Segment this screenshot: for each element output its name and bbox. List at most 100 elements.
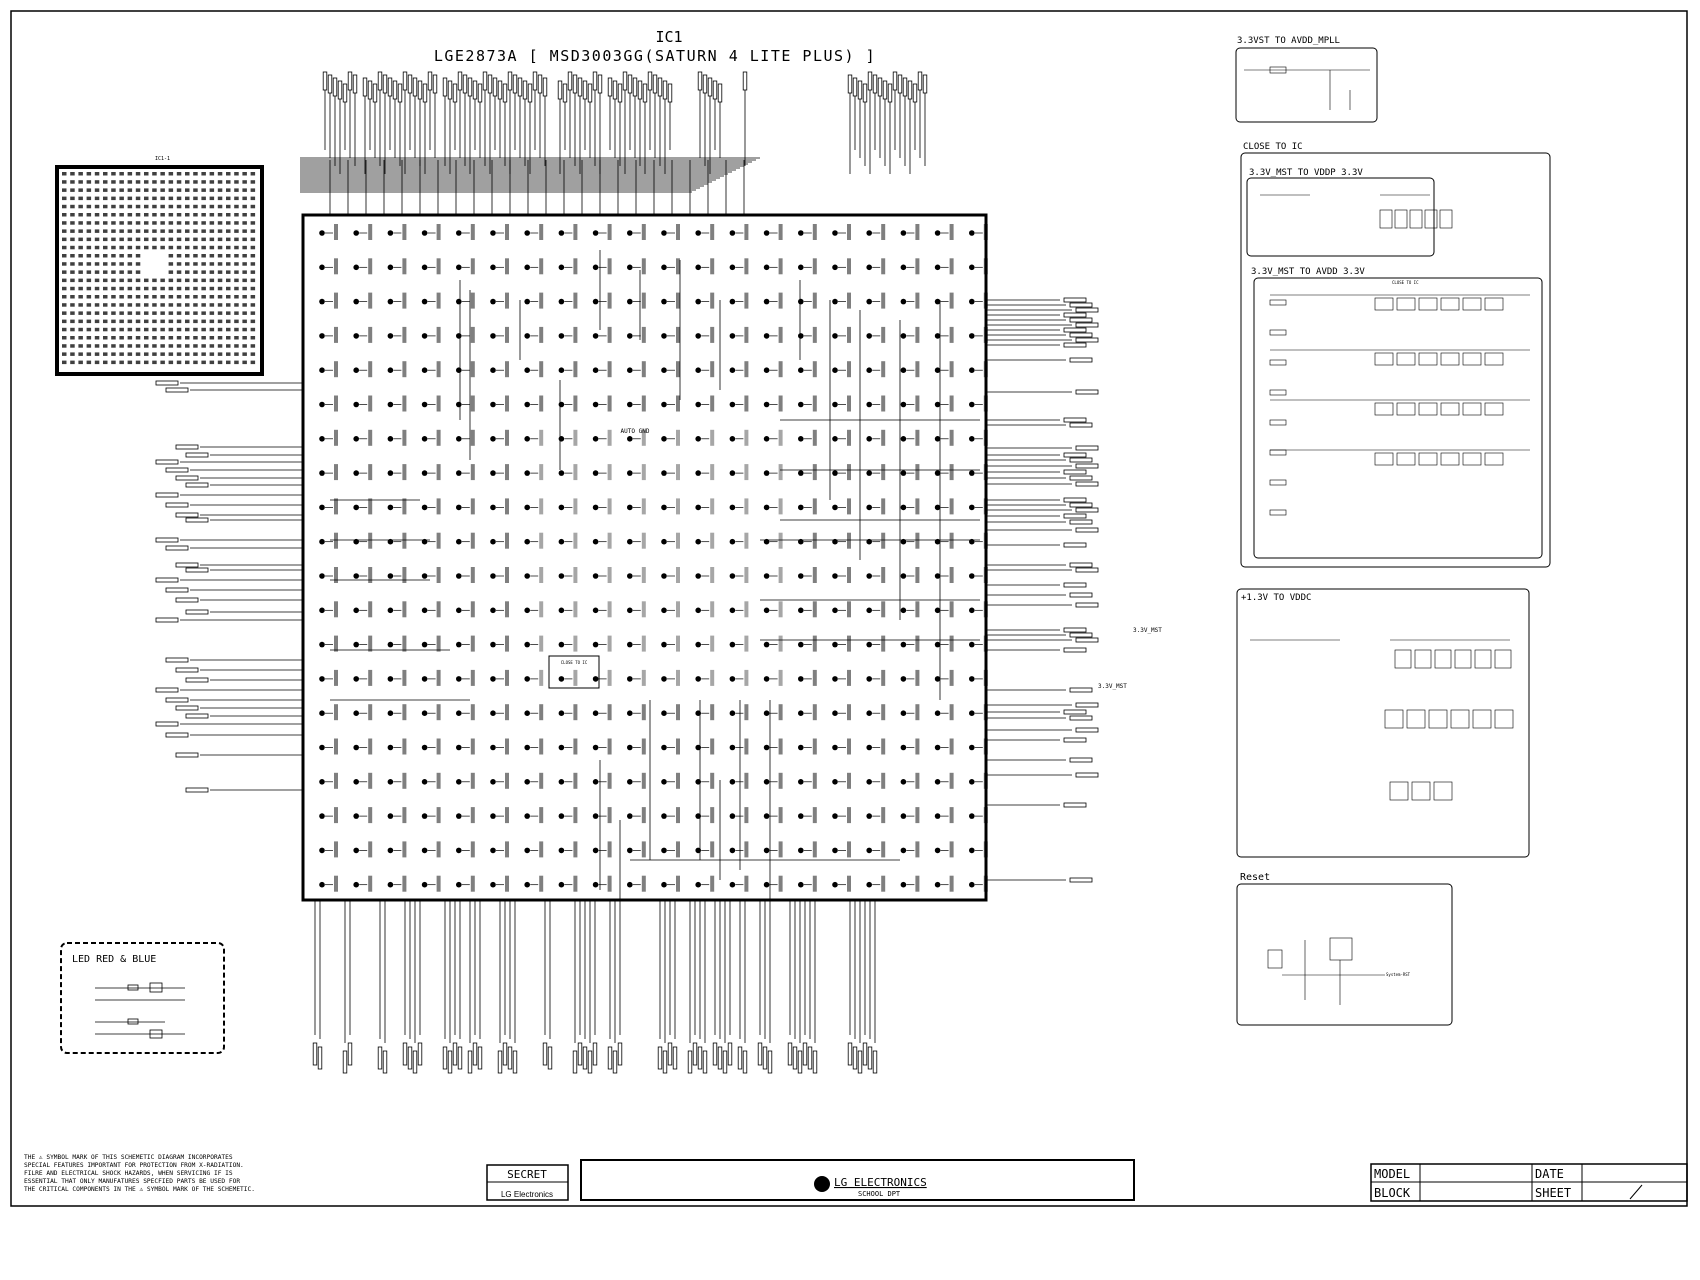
mini-chip-pad (103, 278, 108, 283)
chip-ball (798, 744, 804, 751)
mpll-inductor (1269, 66, 1287, 74)
chip-ball (558, 676, 565, 682)
bottom-net-label (657, 1046, 663, 1070)
chip-ball (627, 676, 633, 682)
mini-chip-pad (70, 172, 75, 176)
mini-chip-pad (62, 204, 67, 209)
mini-chip-pad (78, 311, 83, 315)
panel-avdd-title: 3.3V_MST TO AVDD 3.3V (1251, 267, 1365, 277)
chip-pad-text (539, 395, 544, 412)
mini-chip-pad (226, 344, 231, 348)
top-net-label (487, 74, 493, 94)
chip-ball (592, 367, 599, 374)
mini-chip-pad (103, 204, 108, 209)
mini-chip-pad (176, 196, 182, 201)
chip-pad-text (983, 841, 988, 858)
chip-pad-text (949, 669, 954, 686)
chip-ball (798, 676, 804, 682)
mini-chip-pad (127, 278, 133, 283)
chip-ball (319, 230, 325, 236)
mini-chip-pad (94, 262, 100, 266)
chip-pad-text (573, 772, 578, 789)
avdd-cap (1440, 452, 1460, 466)
chip-ball (421, 744, 428, 751)
chip-ball (729, 264, 736, 271)
left-net-label (155, 537, 179, 543)
vddp-cap (1439, 209, 1453, 229)
chip-ball (763, 779, 770, 785)
mini-chip-pad (111, 237, 116, 242)
top-net-label (617, 83, 623, 103)
mini-chip-pad (127, 213, 133, 217)
mini-chip-pad (119, 229, 124, 233)
mini-chip-pad (103, 286, 108, 291)
chip-pad-text (881, 772, 886, 789)
chip-ball (490, 573, 496, 579)
chip-ball (763, 298, 770, 305)
chip-ball (661, 367, 667, 374)
chip-pad-text (334, 841, 338, 858)
left-net-label (175, 512, 199, 518)
chip-ball (900, 298, 907, 305)
top-net-label (387, 77, 393, 97)
mini-chip-pad (193, 336, 198, 340)
mini-chip-pad (176, 204, 182, 209)
mini-chip-footprint (55, 165, 264, 376)
chip-pad-text (915, 258, 920, 275)
avdd-inductor (1269, 479, 1287, 486)
vddc-cap (1428, 709, 1448, 729)
mini-chip-pad (168, 336, 174, 340)
chip-ball (558, 367, 565, 374)
chip-pad-text (812, 567, 817, 583)
chip-ball (421, 538, 428, 545)
chip-pad-text (710, 464, 715, 481)
vddc-cap (1494, 649, 1512, 669)
chip-pad-text (436, 772, 441, 789)
bottom-net-label (762, 1046, 768, 1070)
bottom-net-label (727, 1042, 733, 1066)
mini-chip-pad (201, 196, 206, 201)
chip-ball (763, 641, 770, 648)
mini-chip-pad (144, 295, 149, 299)
chip-ball (353, 607, 360, 614)
chip-ball (934, 436, 941, 442)
chip-pad-text (881, 601, 886, 618)
chip-pad-text (847, 429, 851, 446)
chip-pad-text (744, 429, 749, 446)
chip-ball (661, 607, 667, 614)
chip-pad-text (334, 567, 338, 583)
chip-pad-text (812, 464, 817, 481)
vddc-cap (1474, 649, 1492, 669)
chip-pad-text (812, 807, 817, 824)
bottom-net-label (457, 1046, 463, 1070)
mini-chip-pad (94, 196, 100, 201)
chip-ball (798, 779, 804, 785)
chip-ball (934, 607, 941, 614)
mini-chip-pad (168, 311, 174, 315)
chip-pad-text (915, 498, 920, 515)
vddc-cap (1472, 709, 1492, 729)
bottom-net-label (472, 1042, 478, 1066)
chip-pad-text (573, 292, 578, 309)
chip-pad-text (744, 772, 749, 789)
chip-pad-text (334, 292, 338, 309)
mini-chip-pad (209, 221, 215, 225)
chip-ball (900, 881, 907, 888)
left-net-label (165, 732, 189, 738)
chip-ball (319, 744, 325, 751)
chip-ball (558, 298, 565, 305)
chip-pad-text (744, 498, 749, 515)
mini-chip-pad (144, 237, 149, 242)
mini-chip-pad (119, 360, 124, 365)
right-net-label (1075, 481, 1099, 487)
mini-chip-pad (111, 303, 116, 307)
mini-chip-pad (242, 221, 247, 225)
chip-pad-text (676, 601, 680, 618)
right-net-label (1069, 757, 1093, 763)
top-net-label (352, 74, 358, 94)
chip-pad-text (949, 772, 954, 789)
right-net-label (1075, 507, 1099, 513)
chip-ball (627, 710, 633, 716)
vddc-cap (1394, 649, 1412, 669)
chip-ball (319, 298, 325, 305)
